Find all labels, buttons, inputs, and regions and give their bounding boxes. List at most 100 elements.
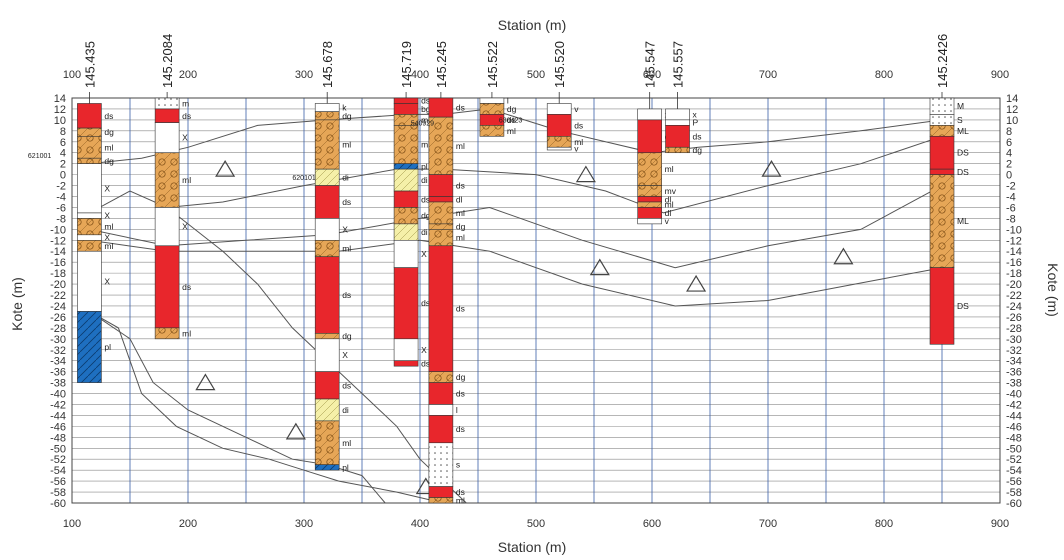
- y-tick-label-right: 6: [1006, 137, 1012, 149]
- borehole-layer: [77, 250, 102, 312]
- y-tick-label-right: -24: [1006, 301, 1022, 313]
- y-tick-label-left: 10: [54, 115, 66, 127]
- borehole-layer: [77, 234, 102, 241]
- layer-code: v: [574, 144, 579, 154]
- y-tick-label-left: 14: [54, 93, 66, 105]
- borehole-layer: [154, 327, 180, 340]
- y-tick-label-left: -26: [50, 312, 66, 324]
- sample-label: 620101: [292, 175, 315, 182]
- borehole-layer: [929, 267, 955, 345]
- borehole-layer: [428, 382, 454, 405]
- y-tick-label-left: 4: [60, 148, 66, 160]
- borehole-layer: [77, 212, 102, 219]
- sample-label: 621001: [28, 153, 51, 160]
- borehole-layer: [393, 103, 419, 115]
- x-tick-label-top: 800: [875, 69, 893, 81]
- y-tick-label-left: -30: [50, 334, 66, 346]
- borehole-layer: [314, 185, 340, 219]
- layer-code: x: [693, 109, 698, 119]
- x-tick-label-bottom: 900: [991, 518, 1009, 530]
- borehole-layer: [428, 371, 454, 383]
- y-tick-label-right: -10: [1006, 224, 1022, 236]
- borehole-layer: [314, 333, 340, 340]
- y-tick-label-left: -22: [50, 290, 66, 302]
- borehole-layer: [314, 168, 340, 186]
- sample-label: 540929: [411, 120, 434, 127]
- triangle-symbol: [195, 373, 216, 391]
- stratigraphic-line: [89, 310, 386, 504]
- layer-code: ds: [342, 380, 351, 390]
- borehole-layer: [929, 174, 955, 268]
- y-tick-label-left: -16: [50, 257, 66, 269]
- borehole-layer: [393, 239, 419, 268]
- borehole-label: 145.245: [434, 41, 449, 88]
- borehole-layer: [77, 136, 102, 159]
- layer-code: dg: [342, 331, 352, 341]
- sample-label: 630423: [499, 118, 522, 125]
- borehole-layer: [314, 420, 340, 465]
- y-tick-label-right: -26: [1006, 312, 1022, 324]
- borehole-layer: [314, 256, 340, 334]
- y-tick-label-right: -56: [1006, 476, 1022, 488]
- layer-code: s: [456, 460, 460, 470]
- layer-code: ds: [421, 298, 430, 308]
- y-tick-label-right: 12: [1006, 104, 1018, 116]
- y-tick-label-left: 2: [60, 159, 66, 171]
- borehole-layer: [428, 404, 454, 416]
- borehole-label: 145.719: [399, 41, 414, 88]
- y-tick-label-right: -8: [1006, 213, 1016, 225]
- right-axis-title: Kote (m): [1045, 263, 1061, 317]
- borehole-layer: [154, 207, 180, 247]
- y-tick-label-right: -12: [1006, 235, 1022, 247]
- y-tick-label-right: -50: [1006, 443, 1022, 455]
- borehole-layer: [77, 218, 102, 236]
- borehole-layer: [393, 125, 419, 164]
- borehole-layer: [428, 245, 454, 372]
- y-tick-label-left: 6: [60, 137, 66, 149]
- y-tick-label-left: -48: [50, 432, 66, 444]
- borehole-layer: [665, 108, 690, 121]
- layer-code: dg: [104, 156, 114, 166]
- borehole-layer: [929, 136, 955, 170]
- borehole-layer: [546, 114, 572, 137]
- layer-code: ds: [693, 131, 702, 141]
- layer-code: ds: [456, 424, 465, 434]
- layer-code: X: [104, 211, 110, 221]
- borehole-layer: [428, 486, 454, 498]
- x-tick-label-bottom: 800: [875, 518, 893, 530]
- x-tick-label-top: 600: [643, 69, 661, 81]
- y-tick-label-left: -38: [50, 378, 66, 390]
- borehole-layer: [665, 146, 690, 154]
- layer-code: l: [507, 96, 509, 106]
- borehole-layer: [637, 218, 662, 225]
- layer-code: ds: [456, 103, 465, 113]
- borehole-label: 145.547: [643, 41, 658, 88]
- layer-code: P: [693, 118, 699, 128]
- y-tick-label-left: 0: [60, 170, 66, 182]
- borehole-layer: [77, 157, 102, 164]
- y-tick-label-right: -58: [1006, 487, 1022, 499]
- layer-code: DS: [957, 301, 969, 311]
- y-tick-label-right: -32: [1006, 345, 1022, 357]
- y-tick-label-left: -34: [50, 356, 66, 368]
- layer-code: ml: [342, 140, 351, 150]
- y-tick-label-left: -32: [50, 345, 66, 357]
- y-tick-label-left: -12: [50, 235, 66, 247]
- borehole-layer: [428, 442, 454, 487]
- borehole-layer: [637, 196, 662, 203]
- layer-code: dg: [693, 145, 703, 155]
- x-tick-label-top: 700: [759, 69, 777, 81]
- left-axis-title: Kote (m): [9, 277, 25, 331]
- layer-code: ml: [421, 140, 430, 150]
- layer-code: di: [342, 405, 349, 415]
- borehole-layer: [637, 207, 662, 219]
- layer-code: X: [182, 133, 188, 143]
- y-tick-label-left: -24: [50, 301, 66, 313]
- x-tick-label-bottom: 500: [527, 518, 545, 530]
- layer-code: dg: [104, 127, 114, 137]
- borehole-layer: [154, 108, 180, 123]
- borehole-layer: [314, 119, 340, 170]
- layer-code: ML: [957, 216, 969, 226]
- y-tick-label-right: 14: [1006, 93, 1018, 105]
- borehole-layer: [428, 415, 454, 444]
